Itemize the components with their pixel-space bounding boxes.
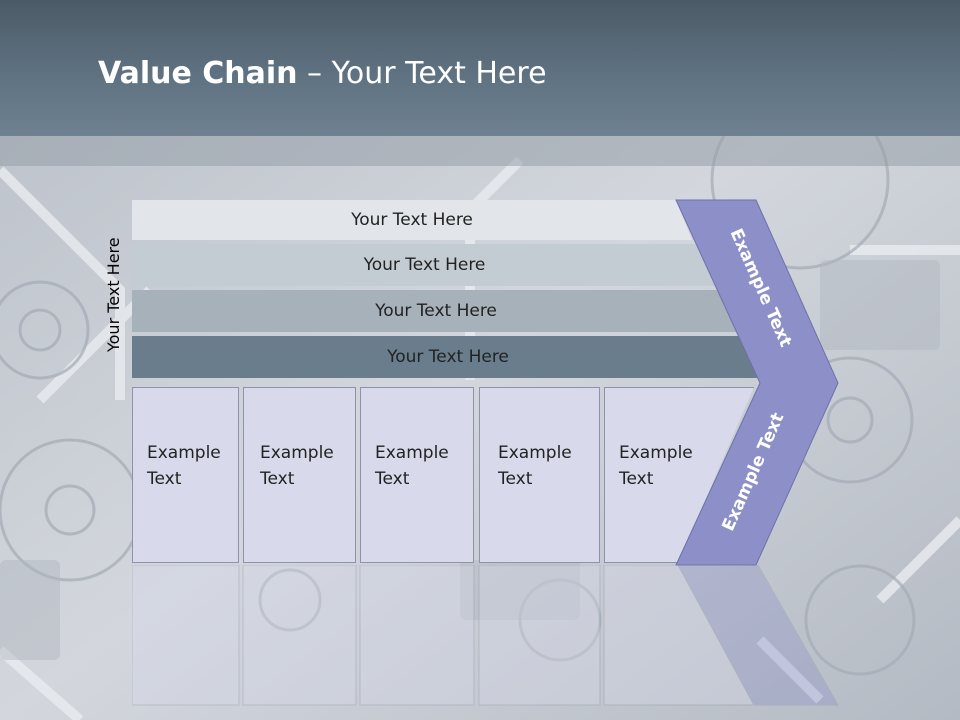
activity-cell-2: Example Text xyxy=(243,387,356,563)
cell-line2: Text xyxy=(498,469,533,489)
slide-title: Value Chain – Your Text Here xyxy=(98,52,547,96)
cell-line1: Example xyxy=(375,443,449,463)
title-bold: Value Chain xyxy=(98,56,298,91)
cell-line2: Text xyxy=(260,469,295,489)
cell-line2: Text xyxy=(619,469,654,489)
row-label: Your Text Here xyxy=(387,347,509,367)
title-bar xyxy=(0,0,960,136)
row-label: Your Text Here xyxy=(351,210,473,230)
row-label: Your Text Here xyxy=(375,301,497,321)
value-row-1: Your Text Here xyxy=(132,200,692,240)
chevron-arrow xyxy=(675,199,839,566)
value-row-4: Your Text Here xyxy=(132,336,764,378)
activity-cell-4: Example Text xyxy=(479,387,600,563)
row-label: Your Text Here xyxy=(363,255,486,275)
activity-cell-3: Example Text xyxy=(360,387,474,563)
value-row-2: Your Text Here xyxy=(132,244,717,286)
cell-line1: Example xyxy=(619,443,693,463)
cell-line2: Text xyxy=(147,469,182,489)
value-row-3: Your Text Here xyxy=(132,290,740,332)
cell-line1: Example xyxy=(260,443,334,463)
cell-line2: Text xyxy=(375,469,410,489)
activity-cell-1: Example Text xyxy=(132,387,239,563)
title-band xyxy=(0,136,960,166)
title-rest: – Your Text Here xyxy=(297,56,547,91)
cell-line1: Example xyxy=(147,443,221,463)
cell-line1: Example xyxy=(498,443,572,463)
